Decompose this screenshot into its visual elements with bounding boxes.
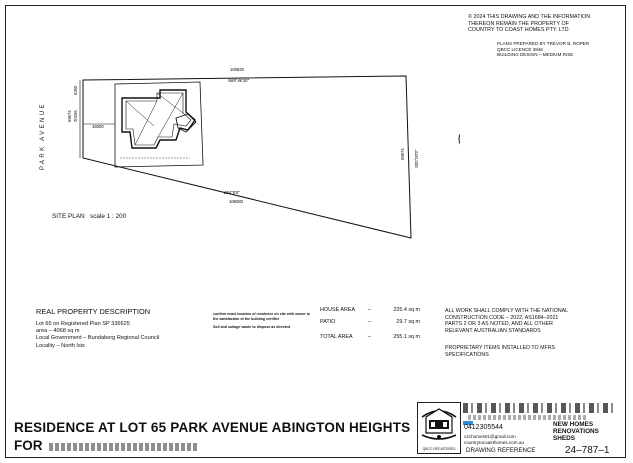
- site-plan-label: SITE PLAN: [52, 213, 85, 220]
- drawing-title-for: FOR: [14, 438, 43, 452]
- service-line: SHEDS: [553, 435, 576, 442]
- copyright-notice: © 2024 THIS DRAWING AND THE INFORMATION …: [468, 14, 618, 34]
- area-label: TOTAL AREA: [320, 334, 353, 340]
- area-dash: –: [368, 319, 371, 325]
- proprietary-line: SPECIFICATIONS: [445, 351, 489, 358]
- area-dash: –: [368, 334, 371, 340]
- compliance-line: ALL WORK SHALL COMPLY WITH THE NATIONAL: [445, 308, 569, 314]
- proprietary-note: PROPRIETARY ITEMS INSTALLED TO MFRS SPEC…: [445, 345, 555, 358]
- copyright-line: COUNTRY TO COAST HOMES PTY. LTD.: [468, 27, 571, 34]
- patio-outline: [175, 113, 197, 133]
- company-phone: 0412305544: [464, 424, 503, 431]
- site-plan-drawing: 100820 N89°46'30" 106083 254°9'8" 59974 …: [67, 67, 460, 239]
- prepared-by-line: PLANS PREPARED BY TREVOR B. ROPER: [497, 41, 590, 46]
- real-property-line: area – 4068 sq m: [36, 328, 80, 335]
- company-website: countrytocoasthomes.com.au: [464, 439, 525, 445]
- left-dimension-b: 59674: [67, 110, 72, 122]
- bottom-boundary-length: 106083: [229, 199, 244, 204]
- bottom-boundary-bearing: 254°9'8": [223, 190, 240, 195]
- prepared-by-line: QBCC LICENCE 3946: [497, 46, 543, 52]
- right-boundary-length: 59974: [400, 148, 405, 160]
- proprietary-line: PROPRIETARY ITEMS INSTALLED TO MFRS: [445, 345, 556, 351]
- prepared-by: PLANS PREPARED BY TREVOR B. ROPER QBCC L…: [497, 41, 617, 58]
- right-boundary-bearing: S00°00'0": [414, 149, 419, 168]
- copyright-line: THEREON REMAIN THE PROPERTY OF: [468, 20, 569, 27]
- logo-box: [417, 402, 461, 454]
- drawing-reference-value: 24–787–1: [565, 445, 610, 456]
- drawing-title-client: FOR: [14, 438, 199, 452]
- real-property-line: Local Government – Bundaberg Regional Co…: [36, 335, 160, 342]
- service-line: RENOVATIONS: [553, 428, 599, 435]
- site-plan-scale: scale 1 : 200: [90, 213, 127, 220]
- compliance-line: RELEVANT AUSTRALIAN STANDARDS: [445, 327, 541, 334]
- house-footprint: [121, 89, 196, 149]
- company-services: NEW HOMES RENOVATIONS SHEDS: [553, 421, 599, 442]
- real-property-line: Locality – North Isis: [36, 342, 85, 349]
- area-value: 29.7 sq m: [396, 319, 420, 325]
- top-boundary-length: 100820: [230, 67, 245, 72]
- company-contact: c2chomes01@gmail.com countrytocoasthomes…: [464, 434, 524, 445]
- real-property-line: Lot 65 on Registered Plan SP 336625: [36, 321, 130, 327]
- compliance-note: ALL WORK SHALL COMPLY WITH THE NATIONAL …: [445, 308, 595, 334]
- site-plan-caption: SITE PLAN scale 1 : 200: [52, 213, 126, 220]
- building-envelope: [114, 81, 204, 168]
- real-property-description: Lot 65 on Registered Plan SP 336625 area…: [36, 321, 159, 350]
- company-email: c2chomes01@gmail.com: [464, 434, 516, 439]
- area-label: HOUSE AREA: [320, 307, 356, 313]
- area-label: PATIO: [320, 319, 336, 325]
- site-note: Soil and sullage waste to dispose as dir…: [213, 325, 291, 330]
- compliance-line: CONSTRUCTION CODE – 2022, AS1684–2021: [445, 314, 559, 321]
- real-property-title: REAL PROPERTY DESCRIPTION: [36, 307, 151, 316]
- lot-boundary: [82, 75, 412, 239]
- area-value: 225.4 sq m: [393, 307, 420, 313]
- phone-marker: [463, 421, 473, 425]
- service-line: NEW HOMES: [553, 421, 594, 428]
- prepared-by-line: BUILDING DESIGN – MEDIUM RISE: [497, 52, 574, 58]
- left-dimension-a: 6350: [73, 85, 78, 95]
- company-logo-icon: [421, 408, 457, 440]
- copyright-line: © 2024 THIS DRAWING AND THE INFORMATION: [468, 14, 591, 20]
- area-dash: –: [368, 307, 371, 313]
- logo-label: QBCC REGISTERED: [422, 447, 456, 451]
- site-notes: confirm exact location of residence on s…: [213, 312, 313, 334]
- company-subline-blurred: [468, 415, 588, 420]
- left-dimension-c: 20256: [73, 110, 78, 122]
- front-setback: 15000: [92, 124, 104, 129]
- company-name-blurred: [463, 403, 613, 413]
- drawing-reference-label: DRAWING REFERENCE: [466, 447, 536, 454]
- drawing-sheet-border: [5, 5, 626, 458]
- top-boundary-bearing: N89°46'30": [228, 78, 249, 83]
- drawing-title: RESIDENCE AT LOT 65 PARK AVENUE ABINGTON…: [14, 420, 411, 435]
- area-value: 255.1 sq m: [393, 334, 420, 340]
- north-arrow-icon: [458, 133, 460, 145]
- client-name-redacted: [48, 443, 199, 451]
- compliance-line: PARTS 2 OR 3 AS NOTED, AND ALL OTHER: [445, 321, 553, 328]
- site-note: confirm exact location of residence on s…: [213, 312, 311, 321]
